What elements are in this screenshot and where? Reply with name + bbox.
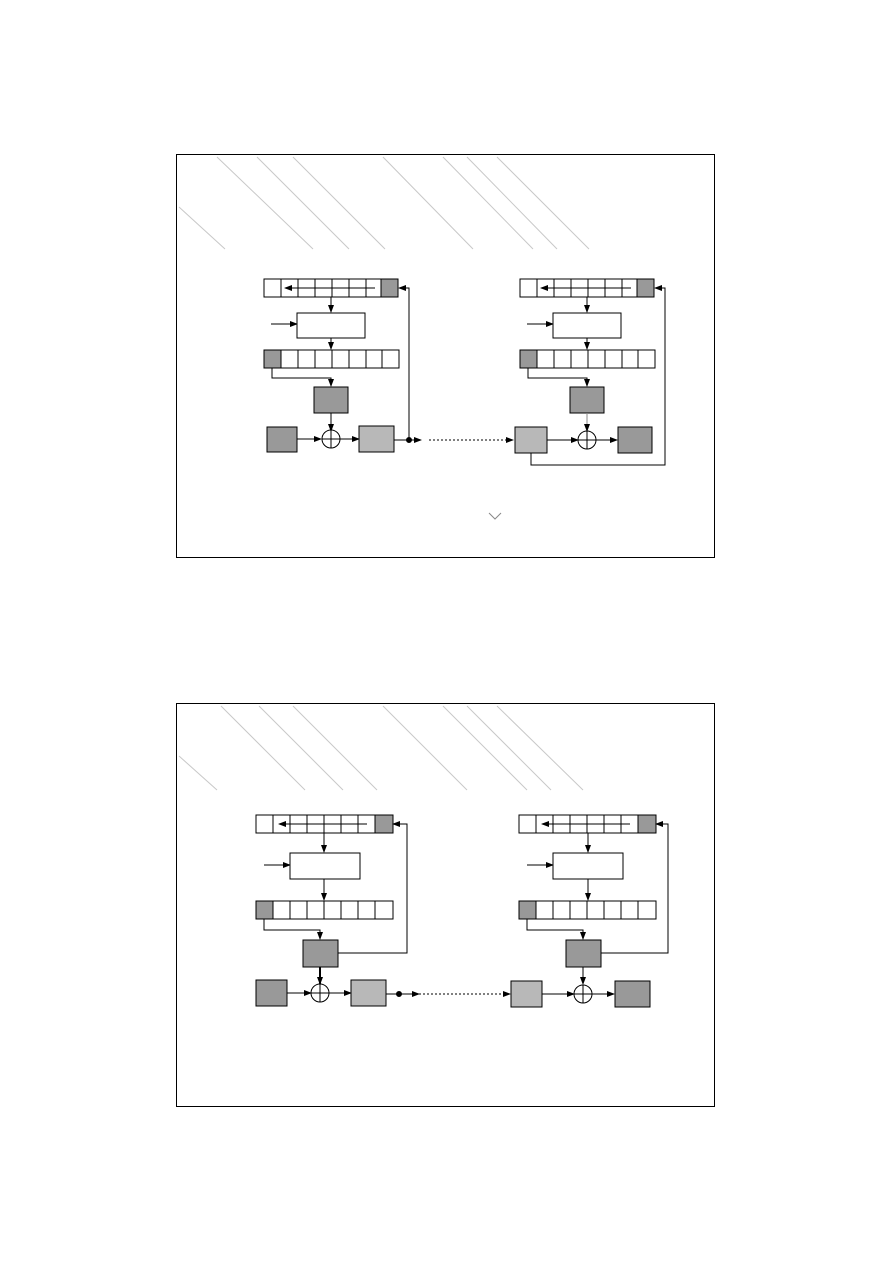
encrypt-box-left <box>289 852 361 880</box>
select-box-left <box>302 939 339 968</box>
xor-icon-right <box>577 430 597 450</box>
slide-cfb-1 <box>176 154 715 558</box>
output-register-left <box>255 900 394 920</box>
shift-register-top-left <box>255 814 394 834</box>
ciphertext-box-right <box>510 980 543 1008</box>
encryptor-left <box>263 278 422 453</box>
decryptor-right <box>514 278 666 466</box>
ciphertext-box-right <box>514 426 548 454</box>
plaintext-box-right <box>614 980 651 1008</box>
select-box-right <box>569 386 605 414</box>
diagram-cfb <box>178 156 666 520</box>
plaintext-box-left <box>266 426 298 453</box>
decorative-hatch <box>178 705 584 791</box>
xor-icon-right <box>573 984 593 1004</box>
shift-register-top-right <box>519 278 655 298</box>
decorative-hatch <box>178 156 590 250</box>
ciphertext-box-left <box>350 979 387 1007</box>
decryptor-right <box>510 814 669 1008</box>
encrypt-box-left <box>296 312 366 339</box>
plaintext-box-right <box>617 426 653 454</box>
encryptor-left <box>255 814 420 1007</box>
select-box-left <box>313 386 349 414</box>
output-register-left <box>263 349 400 369</box>
select-box-right <box>565 939 602 968</box>
chevron-down-icon <box>488 512 502 520</box>
slide-ofb-2 <box>176 703 715 1107</box>
diagram-ofb <box>178 705 669 1008</box>
encrypt-box-right <box>552 852 624 880</box>
output-register-right <box>519 349 656 369</box>
plaintext-box-left <box>255 979 288 1007</box>
ciphertext-box-left <box>358 425 395 453</box>
xor-icon-left <box>321 429 341 449</box>
output-register-right <box>518 900 657 920</box>
encrypt-box-right <box>552 312 622 339</box>
xor-icon-left <box>310 983 330 1003</box>
